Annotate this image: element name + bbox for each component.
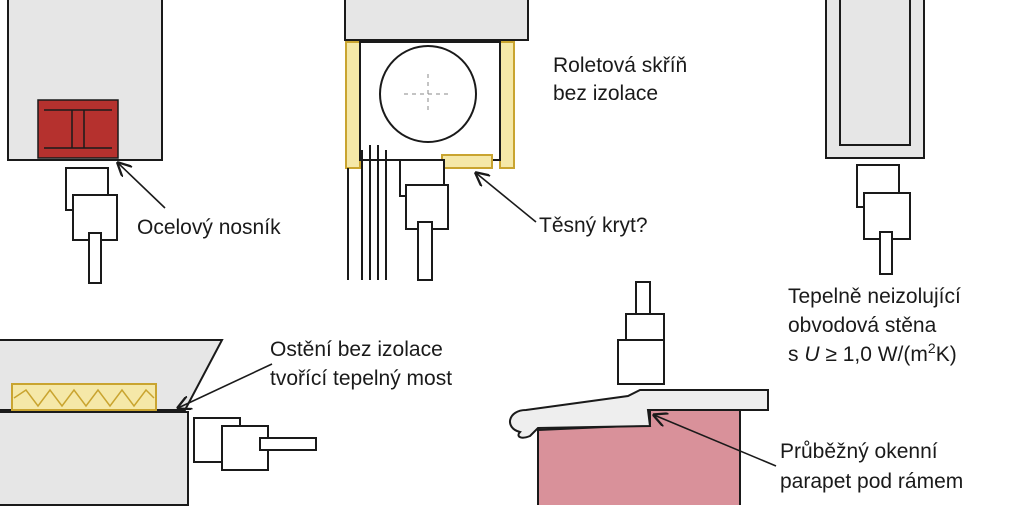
label-tight-cover: Těsný kryt?	[539, 214, 648, 237]
outer-wall	[825, 0, 925, 159]
panel-sill	[509, 281, 777, 505]
box-right-insulation	[499, 41, 515, 169]
label-wall-3-value: ≥ 1,0 W/(m	[820, 343, 928, 366]
roll-axis	[404, 74, 452, 114]
panel-wall	[825, 0, 925, 275]
panel-roller-box	[344, 0, 537, 281]
label-roller-box-2: bez izolace	[553, 82, 658, 105]
label-sill-2: parapet pod rámem	[780, 470, 963, 493]
label-wall-1: Tepelně neizolující	[788, 285, 961, 308]
shutter-window-glazing	[417, 221, 433, 281]
label-reveal-1: Ostění bez izolace	[270, 338, 443, 361]
wall-below-box	[347, 145, 387, 280]
label-reveal-2: tvořící tepelný most	[270, 367, 452, 390]
sill-window-frame	[617, 339, 665, 385]
window-glazing	[88, 232, 102, 284]
steel-beam	[37, 99, 119, 159]
label-wall-3-exp: 2	[928, 340, 936, 356]
inner-wall-lines	[839, 0, 911, 146]
box-left-insulation	[345, 41, 361, 169]
label-wall-3-suffix: K)	[936, 343, 957, 366]
label-wall-3-prefix: s	[788, 343, 804, 366]
sill-arrow	[654, 415, 777, 467]
window-sill	[509, 389, 769, 439]
steel-beam-profile	[44, 109, 112, 149]
reveal-lower-wall	[0, 411, 189, 506]
box-top-wall	[344, 0, 529, 41]
steel-beam-arrow	[118, 163, 166, 209]
label-wall-2: obvodová stěna	[788, 314, 937, 337]
parapet-wall	[537, 409, 741, 505]
insulation-zigzag	[13, 388, 155, 408]
label-wall-3-var: U	[804, 343, 820, 366]
reveal-arrow	[178, 363, 273, 408]
panel-steel-beam	[7, 0, 166, 284]
wall-window-glazing	[879, 231, 893, 275]
tight-cover-arrow	[476, 173, 537, 223]
label-roller-box-1: Roletová skříň	[553, 54, 687, 77]
tight-cover	[441, 154, 493, 169]
panel-reveal	[0, 339, 317, 506]
reveal-window-glazing	[259, 437, 317, 451]
label-wall-3: s U ≥ 1,0 W/(m2K)	[788, 340, 957, 366]
label-steel-beam: Ocelový nosník	[137, 216, 281, 239]
label-sill-1: Průběžný okenní	[780, 440, 938, 463]
reveal-insulation	[11, 383, 157, 411]
